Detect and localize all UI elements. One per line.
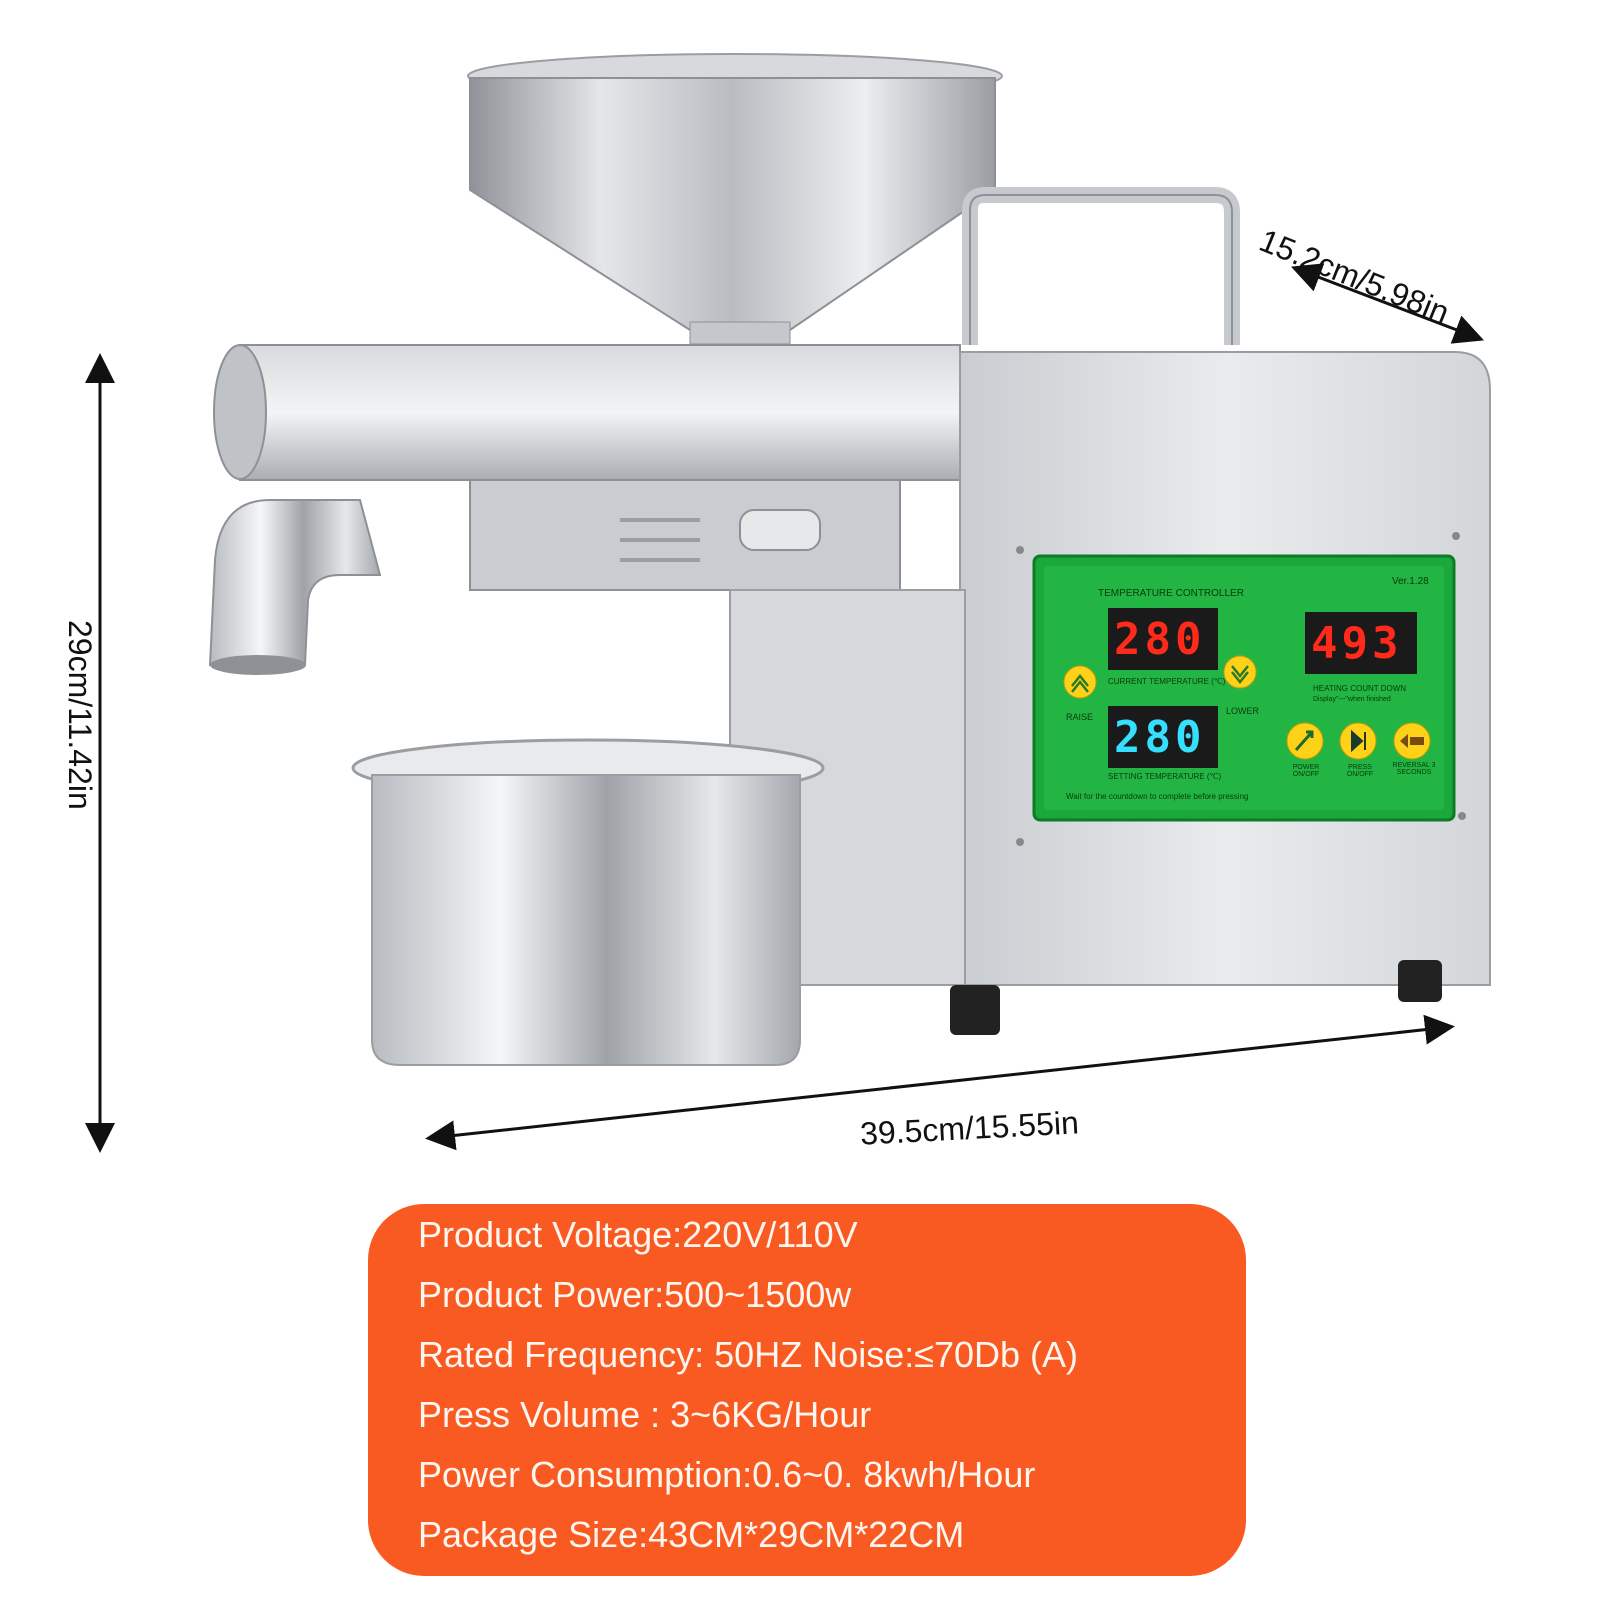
power-label: POWER ON/OFF <box>1292 764 1320 778</box>
play-pause-icon <box>1351 729 1366 753</box>
lower-button[interactable] <box>1223 655 1257 689</box>
chevron-down-icon <box>1231 665 1249 685</box>
setting-temp-display <box>1108 706 1218 768</box>
chevron-up-icon <box>1071 673 1089 693</box>
lower-label: LOWER <box>1226 706 1260 716</box>
width-arrow <box>425 1014 1455 1151</box>
press-label: PRESS ON/OFF <box>1346 764 1374 778</box>
oil-outlet-pipe <box>208 499 382 666</box>
current-temp-label: CURRENT TEMPERATURE (℃) <box>1108 677 1226 686</box>
spec-package-size: Package Size:43CM*29CM*22CM <box>418 1514 965 1555</box>
depth-arrow <box>1290 263 1485 344</box>
power-arrow-icon <box>1294 730 1314 751</box>
countdown-value: 493 <box>1311 618 1403 669</box>
current-temp-display <box>1108 608 1218 670</box>
spec-power-consumption: Power Consumption:0.6~0. 8kwh/Hour <box>418 1454 1036 1495</box>
press-screw-assembly <box>469 479 901 591</box>
reversal-label: REVERSAL 3 SECONDS <box>1392 762 1436 776</box>
reverse-arrow-icon <box>1400 734 1424 748</box>
panel-version: Ver.1.28 <box>1392 576 1429 587</box>
countdown-label: HEATING COUNT DOWN <box>1313 684 1407 693</box>
panel-title: TEMPERATURE CONTROLLER <box>1098 588 1244 599</box>
countdown-display <box>1305 612 1417 674</box>
panel-footer-note: Wait for the countdown to complete befor… <box>1066 792 1249 801</box>
countdown-note: Display"---"when finished <box>1313 696 1391 703</box>
spec-voltage: Product Voltage:220V/110V <box>418 1214 858 1255</box>
setting-temp-value: 280 <box>1114 712 1206 763</box>
spec-press-volume: Press Volume : 3~6KG/Hour <box>418 1394 872 1435</box>
spec-frequency-noise: Rated Frequency: 50HZ Noise:≤70Db (A) <box>418 1334 1079 1375</box>
spec-box: Product Voltage:220V/110V Product Power:… <box>368 1204 1246 1576</box>
raise-label: RAISE <box>1066 712 1094 722</box>
current-temp-value: 280 <box>1114 614 1206 665</box>
height-dimension-label: 29cm/11.42in <box>62 620 98 810</box>
machine-foot-right <box>1398 960 1442 1002</box>
setting-temp-label: SETTING TEMPERATURE (℃) <box>1108 772 1222 781</box>
spec-power: Product Power:500~1500w <box>418 1274 852 1315</box>
